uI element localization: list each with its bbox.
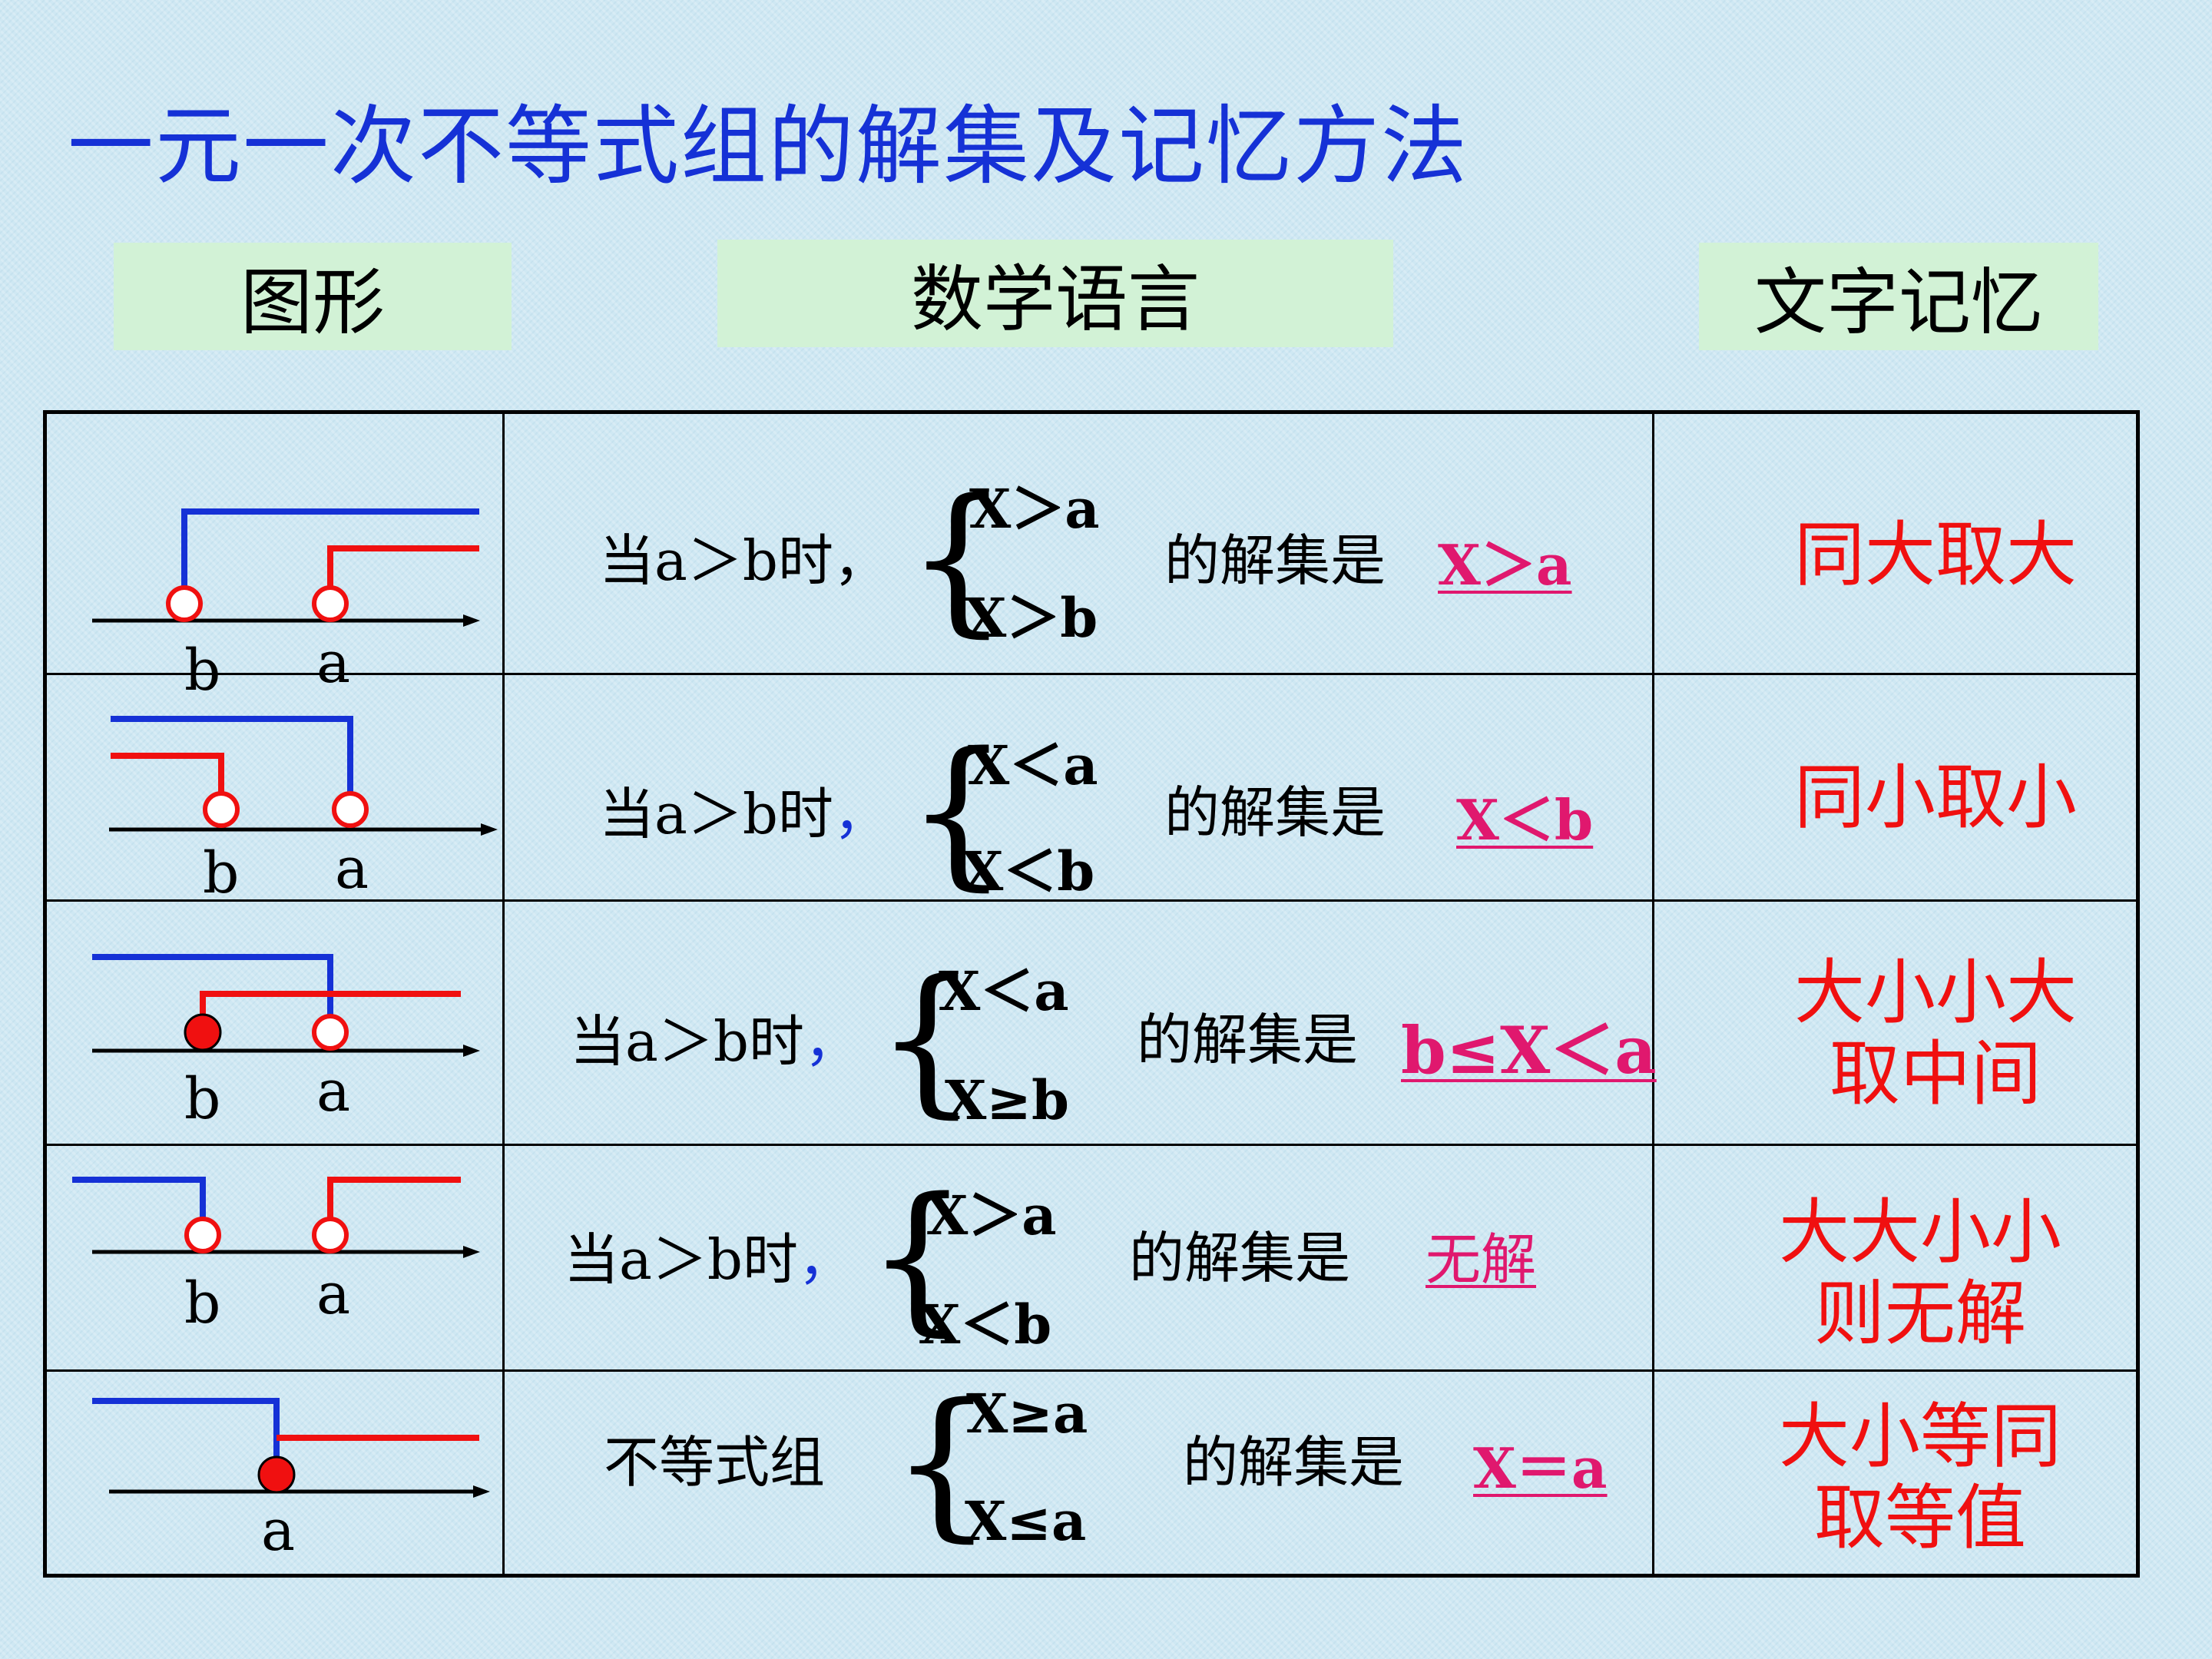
- condition-comma: ，: [798, 1227, 854, 1292]
- open-point-icon: [184, 1217, 221, 1253]
- blue-ray: [181, 508, 479, 607]
- arrow-head-icon: [463, 614, 480, 627]
- number-line-figure: [92, 954, 480, 1057]
- blue-ray: [72, 1177, 206, 1230]
- solution-label: 的解集是: [1137, 1008, 1359, 1072]
- inequality-1: X＜a: [968, 733, 1098, 797]
- condition-main: 当a＞b时: [570, 1009, 805, 1074]
- point-label-a: a: [261, 1498, 296, 1564]
- point-label-b: b: [203, 840, 240, 906]
- column-divider: [1652, 414, 1654, 1574]
- row-divider: [47, 1144, 2136, 1146]
- brace-icon: {: [891, 1369, 994, 1557]
- inequality-2: X≤a: [965, 1489, 1087, 1553]
- condition-comma: ，: [804, 1009, 860, 1074]
- brace-icon: {: [906, 464, 1009, 652]
- solution-answer: 无解: [1426, 1227, 1537, 1292]
- memory-line: 同小取小: [1793, 757, 2077, 839]
- condition-text: 当a＞b时，: [570, 1014, 859, 1069]
- memory-line: 取等值: [1813, 1476, 2026, 1559]
- memory-phrase: 大小小大 取中间: [1690, 952, 2181, 1115]
- point-label-b: b: [184, 637, 221, 704]
- point-label-a: a: [316, 630, 351, 696]
- inequality-2: X≥b: [945, 1068, 1069, 1132]
- solution-label: 的解集是: [1183, 1430, 1405, 1495]
- header-math-language: 数学语言: [717, 240, 1393, 347]
- number-line-figure: [92, 508, 480, 627]
- arrow-head-icon: [463, 1045, 480, 1057]
- point-label-a: a: [316, 1261, 351, 1327]
- solution-table: [43, 410, 2140, 1578]
- brace-icon: {: [866, 1163, 969, 1351]
- open-point-icon: [312, 1217, 349, 1253]
- point-label-a: a: [316, 1058, 351, 1124]
- blue-ray: [92, 1398, 280, 1472]
- blue-ray: [111, 716, 353, 805]
- header-figure-label: 图形: [240, 261, 385, 345]
- page-title: 一元一次不等式组的解集及记忆方法: [68, 97, 1469, 197]
- solution-answer: X＝a: [1473, 1435, 1608, 1501]
- solution-label: 的解集是: [1129, 1226, 1351, 1290]
- condition-main: 当a＞b时: [599, 782, 834, 846]
- header-text-label: 文字记忆: [1753, 261, 2043, 345]
- solution-label: 的解集是: [1164, 528, 1386, 593]
- row-divider: [47, 1369, 2136, 1372]
- red-ray: [327, 1177, 461, 1230]
- point-label-b: b: [184, 1066, 221, 1132]
- red-ray: [111, 753, 224, 806]
- closed-point-icon: [257, 1455, 296, 1494]
- inequality-1: X≥a: [966, 1382, 1088, 1445]
- open-point-icon: [332, 791, 369, 828]
- condition-text: 当a＞b时，: [564, 1232, 853, 1287]
- inequality-2: X＜b: [919, 1293, 1052, 1356]
- header-figure: 图形: [114, 243, 512, 350]
- row-divider: [47, 899, 2136, 902]
- memory-line: 则无解: [1813, 1272, 2026, 1355]
- red-ray: [327, 545, 479, 607]
- number-line-figure: [109, 716, 498, 836]
- point-label-b: b: [184, 1270, 221, 1336]
- inequality-1: X＜a: [939, 959, 1069, 1023]
- condition-text: 当a＞b时，: [599, 786, 889, 842]
- solution-answer: X＜b: [1456, 787, 1594, 853]
- solution-label: 的解集是: [1164, 780, 1386, 845]
- memory-phrase: 同大取大: [1690, 515, 2181, 596]
- header-text-memory: 文字记忆: [1699, 243, 2098, 350]
- open-point-icon: [312, 585, 349, 622]
- header-math-label: 数学语言: [910, 258, 1200, 342]
- point-label-a: a: [335, 836, 369, 902]
- memory-line: 同大取大: [1793, 514, 2077, 596]
- memory-line: 大小等同: [1778, 1396, 2061, 1478]
- inequality-1: X＞a: [969, 477, 1100, 541]
- inequality-2: X＜b: [962, 839, 1095, 903]
- row-divider: [47, 673, 2136, 675]
- memory-line: 取中间: [1829, 1032, 2041, 1115]
- brace-icon: {: [876, 945, 979, 1133]
- memory-phrase: 大小等同 取等值: [1674, 1396, 2166, 1559]
- brace-icon: {: [906, 717, 1009, 906]
- arrow-head-icon: [463, 1246, 480, 1258]
- open-point-icon: [203, 791, 240, 828]
- memory-phrase: 大大小小 则无解: [1674, 1192, 2166, 1355]
- closed-point-icon: [184, 1013, 222, 1051]
- condition-main: 当a＞b时: [564, 1227, 799, 1292]
- inequality-2: X＞b: [965, 586, 1098, 650]
- open-point-icon: [166, 585, 203, 622]
- number-line-figure: [72, 1177, 480, 1258]
- condition-text: 不等式组: [604, 1430, 826, 1495]
- inequality-1: X＞a: [926, 1184, 1057, 1247]
- memory-line: 大小小大: [1793, 952, 2077, 1034]
- condition-comma: ，: [833, 782, 889, 846]
- memory-line: 大大小小: [1778, 1191, 2061, 1273]
- solution-answer: X＞a: [1438, 532, 1572, 598]
- solution-answer: b≤X＜a: [1401, 1012, 1657, 1088]
- condition-text: 当a＞b时，: [599, 528, 889, 593]
- memory-phrase: 同小取小: [1690, 757, 2181, 839]
- blue-ray: [92, 954, 333, 1029]
- number-line-figure: [92, 1398, 490, 1498]
- column-divider: [502, 414, 505, 1574]
- arrow-head-icon: [481, 823, 498, 836]
- arrow-head-icon: [473, 1485, 490, 1498]
- open-point-icon: [312, 1014, 349, 1051]
